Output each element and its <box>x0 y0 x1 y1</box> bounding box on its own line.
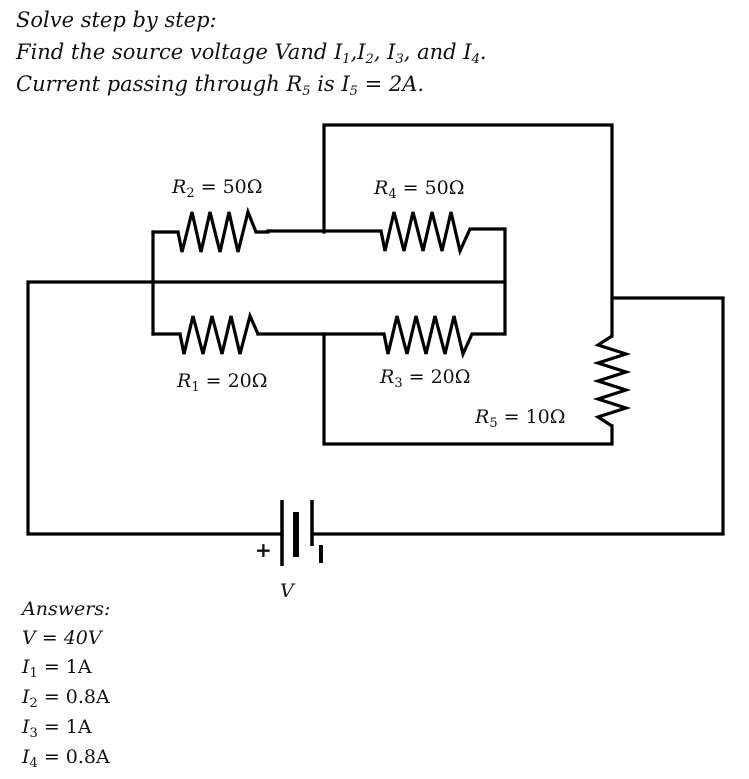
wire-top-branch <box>322 123 614 338</box>
answer-i4-sub: 4 <box>29 756 38 771</box>
label-r4-sub: 4 <box>388 187 397 202</box>
label-r5-symbol: R <box>475 406 490 428</box>
answer-i1-symbol: I <box>22 656 30 678</box>
wire-r2-r4 <box>254 229 383 234</box>
problem-line-2: Find the source voltage Vand I1,I2, I3, … <box>16 40 487 72</box>
answer-i2-value: = 0.8A <box>37 686 110 708</box>
subscript-5: 5 <box>302 84 311 99</box>
resistor-r1 <box>178 311 260 355</box>
problem-line-2-sep2: , I <box>373 40 396 64</box>
answer-i1: I1 = 1A <box>22 656 92 685</box>
label-r4-value: = 50Ω <box>396 177 465 199</box>
battery-plus-sign: + <box>255 538 272 562</box>
resistor-r2 <box>176 206 258 253</box>
label-r2-value: = 50Ω <box>194 176 263 198</box>
problem-line-3-text: Current passing through R <box>16 72 303 96</box>
wire-bottom-branch <box>322 332 614 446</box>
label-r4-symbol: R <box>374 177 389 199</box>
problem-line-3-end: = 2A. <box>357 72 425 96</box>
answer-v-text: V = 40V <box>22 627 102 649</box>
label-r5: R5 = 10Ω <box>475 406 566 431</box>
label-r5-value: = 10Ω <box>497 406 566 428</box>
answer-i3-symbol: I <box>22 716 30 738</box>
resistor-r4 <box>379 211 505 256</box>
problem-line-3: Current passing through R5 is I5 = 2A. <box>16 72 424 104</box>
problem-line-2-sep1: ,I <box>350 40 366 64</box>
subscript-1: 1 <box>342 52 351 67</box>
label-r2-sub: 2 <box>186 186 195 201</box>
answer-i4-value: = 0.8A <box>37 746 110 768</box>
answer-i1-sub: 1 <box>29 666 38 681</box>
label-r1: R1 = 20Ω <box>177 370 268 395</box>
answer-i4-symbol: I <box>22 746 30 768</box>
answer-i4: I4 = 0.8A <box>22 746 110 775</box>
subscript-3: 3 <box>395 52 404 67</box>
answer-i2: I2 = 0.8A <box>22 686 110 715</box>
subscript-5b: 5 <box>349 84 358 99</box>
answer-i1-value: = 1A <box>37 656 92 678</box>
label-r3-sub: 3 <box>394 376 403 391</box>
wire-right-loop <box>310 296 725 536</box>
label-r1-sub: 1 <box>191 380 200 395</box>
label-r2: R2 = 50Ω <box>172 176 263 201</box>
answer-i3-value: = 1A <box>37 716 92 738</box>
label-r4: R4 = 50Ω <box>374 177 465 202</box>
label-r3-symbol: R <box>380 366 395 388</box>
problem-line-2-text: Find the source voltage Vand I <box>16 40 343 64</box>
answer-v: V = 40V <box>22 627 102 649</box>
resistor-r3 <box>382 315 505 359</box>
subscript-2: 2 <box>365 52 374 67</box>
problem-line-1: Solve step by step: <box>16 8 217 32</box>
problem-line-2-sep3: , and I <box>403 40 472 64</box>
answers-heading: Answers: <box>22 598 111 620</box>
resistor-r5 <box>592 334 632 428</box>
answer-i3-sub: 3 <box>29 726 38 741</box>
label-r1-symbol: R <box>177 370 192 392</box>
label-r5-sub: 5 <box>489 416 498 431</box>
problem-line-2-end: . <box>479 40 487 64</box>
problem-line-3-mid: is I <box>310 72 350 96</box>
answer-i2-sub: 2 <box>29 696 38 711</box>
wire-left-loop <box>26 280 507 536</box>
source-voltage-label: V <box>280 580 294 602</box>
answer-i3: I3 = 1A <box>22 716 92 745</box>
answer-i2-symbol: I <box>22 686 30 708</box>
label-r3: R3 = 20Ω <box>380 366 471 391</box>
subscript-4: 4 <box>471 52 480 67</box>
label-r2-symbol: R <box>172 176 187 198</box>
label-r1-value: = 20Ω <box>199 370 268 392</box>
label-r3-value: = 20Ω <box>402 366 471 388</box>
